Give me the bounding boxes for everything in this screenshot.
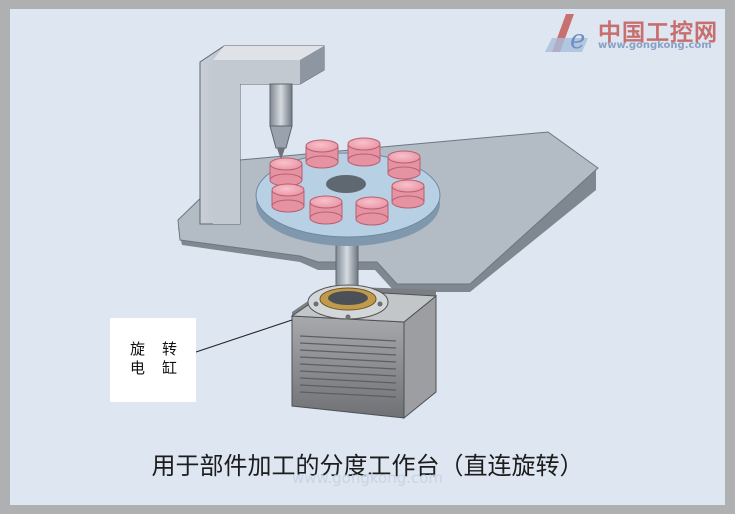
callout-label-line2: 电缸 (130, 359, 195, 377)
workpiece (391, 179, 425, 209)
svg-text:e: e (570, 25, 585, 55)
logo-name: 中国工控网 (598, 20, 718, 46)
workpiece (271, 183, 305, 213)
callout-label-line1: 旋转 (130, 340, 195, 358)
workpiece (269, 157, 303, 187)
watermark: www.gongkong.com (291, 469, 444, 487)
logo-mark: e (545, 14, 588, 55)
workpiece (387, 150, 421, 180)
workpiece (305, 139, 339, 169)
workpieces (269, 137, 425, 226)
rotary-cylinder (290, 284, 438, 420)
callout-label-box (110, 318, 196, 402)
figure-caption: 用于部件加工的分度工作台（直连旋转） (151, 452, 584, 480)
callout-leader-line (195, 319, 293, 353)
workpiece (347, 137, 381, 167)
tool-column (199, 45, 325, 225)
workpiece (309, 195, 343, 225)
workpiece (355, 196, 389, 226)
logo-url: www.gongkong.com (598, 40, 712, 51)
